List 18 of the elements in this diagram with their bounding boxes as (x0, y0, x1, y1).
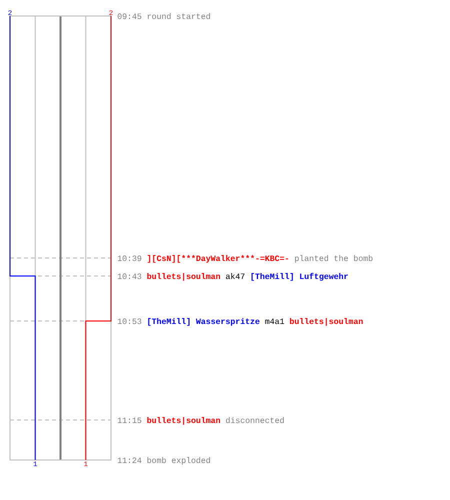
timestamp: 09:45 (118, 14, 142, 20)
player-name: bullets|soulman (147, 273, 220, 281)
timestamp: 11:15 (118, 418, 142, 424)
player-name: [TheMill] Wasserspritze (148, 318, 260, 326)
player-name: bullets|soulman (147, 417, 220, 425)
event-text: bomb exploded (147, 457, 210, 465)
event-text: planted the bomb (295, 255, 372, 263)
weapon-name: m4a1 (265, 318, 284, 324)
event-text: disconnected (226, 417, 284, 424)
timestamp: 10:43 (118, 274, 142, 280)
player-name: bullets|soulman (290, 318, 363, 326)
timestamp: 10:53 (118, 318, 142, 324)
timestamp: 10:39 (118, 256, 142, 262)
timestamp: 11:24 (118, 458, 142, 463)
player-name: ][CsN][***DayWalker ***-=KBC=- (148, 255, 288, 263)
weapon-name: ak47 (226, 273, 244, 280)
player-name: [TheMill] Luftgewehr (252, 272, 348, 281)
event-text: round started (148, 13, 210, 20)
